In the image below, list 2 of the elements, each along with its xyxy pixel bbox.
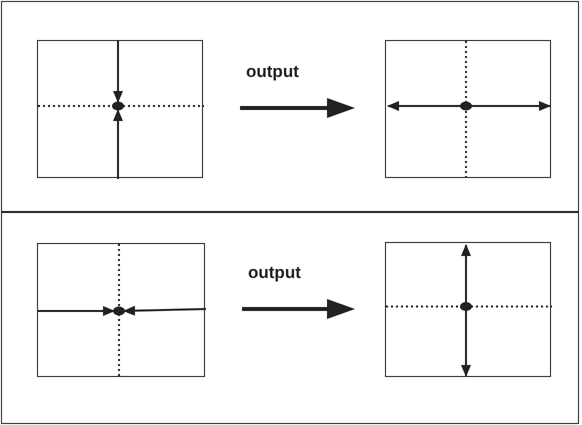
arrow — [240, 98, 355, 118]
arrow — [242, 299, 355, 319]
